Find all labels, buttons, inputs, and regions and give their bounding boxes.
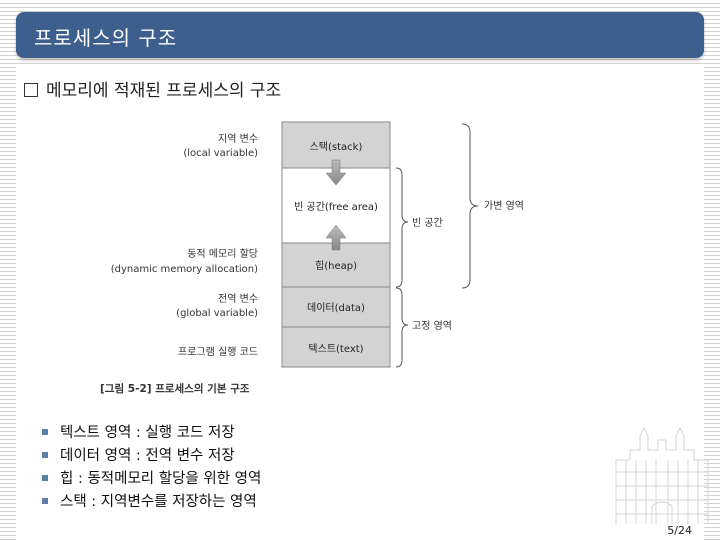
heap-grow-up-arrow-icon <box>325 224 347 251</box>
section-heading-text: 메모리에 적재된 프로세스의 구조 <box>46 81 282 101</box>
square-bullet-icon <box>42 498 48 504</box>
segment-heap <box>281 242 391 288</box>
variable-region-label: 가변 영역 <box>484 200 524 212</box>
free-space-label: 빈 공간 <box>412 217 443 229</box>
label-local-variable: 지역 변수 <box>218 133 258 145</box>
process-structure-diagram: 지역 변수 (local variable) 동적 메모리 할당 (dynami… <box>100 121 524 395</box>
free-space-brace <box>395 167 409 288</box>
slide-title: 프로세스의 구조 <box>34 26 178 50</box>
square-bullet-icon <box>42 475 48 481</box>
fixed-region-brace <box>395 287 409 368</box>
segment-heap-label: 힙(heap) <box>315 260 357 272</box>
fixed-region-label: 고정 영역 <box>412 320 452 332</box>
label-global-variable-en: (global variable) <box>176 308 258 319</box>
segment-stack-label: 스택(stack) <box>310 141 363 153</box>
bullet-item-heap: 힙 : 동적메모리 할당을 위한 영역 <box>42 468 261 491</box>
figure-caption: [그림 5-2] 프로세스의 기본 구조 <box>100 382 250 395</box>
title-bar: 프로세스의 구조 <box>16 12 704 58</box>
square-bullet-icon <box>42 452 48 458</box>
page-number: 5/24 <box>667 524 692 537</box>
checkbox-bullet-icon <box>24 83 38 97</box>
label-dynamic-memory-en: (dynamic memory allocation) <box>111 264 258 275</box>
variable-region-brace <box>461 123 479 289</box>
label-dynamic-memory: 동적 메모리 할당 <box>187 248 258 260</box>
label-global-variable: 전역 변수 <box>218 293 258 305</box>
segment-text-label: 텍스트(text) <box>308 343 363 355</box>
segment-data-label: 데이터(data) <box>307 302 365 314</box>
bullet-item-data-region: 데이터 영역 : 전역 변수 저장 <box>42 445 261 468</box>
university-building-watermark-icon <box>615 426 709 524</box>
section-heading: 메모리에 적재된 프로세스의 구조 <box>24 76 281 101</box>
bullet-list: 텍스트 영역 : 실행 코드 저장 데이터 영역 : 전역 변수 저장 힙 : … <box>42 422 261 514</box>
segment-text <box>281 326 391 368</box>
segment-data <box>281 286 391 328</box>
label-program-code: 프로그램 실행 코드 <box>178 346 258 358</box>
bullet-item-text-region: 텍스트 영역 : 실행 코드 저장 <box>42 422 261 445</box>
square-bullet-icon <box>42 429 48 435</box>
stack-grow-down-arrow-icon <box>325 159 347 186</box>
label-local-variable-en: (local variable) <box>183 148 258 159</box>
segment-free-area-label: 빈 공간(free area) <box>294 201 378 213</box>
bullet-item-stack: 스택 : 지역변수를 저장하는 영역 <box>42 491 261 514</box>
